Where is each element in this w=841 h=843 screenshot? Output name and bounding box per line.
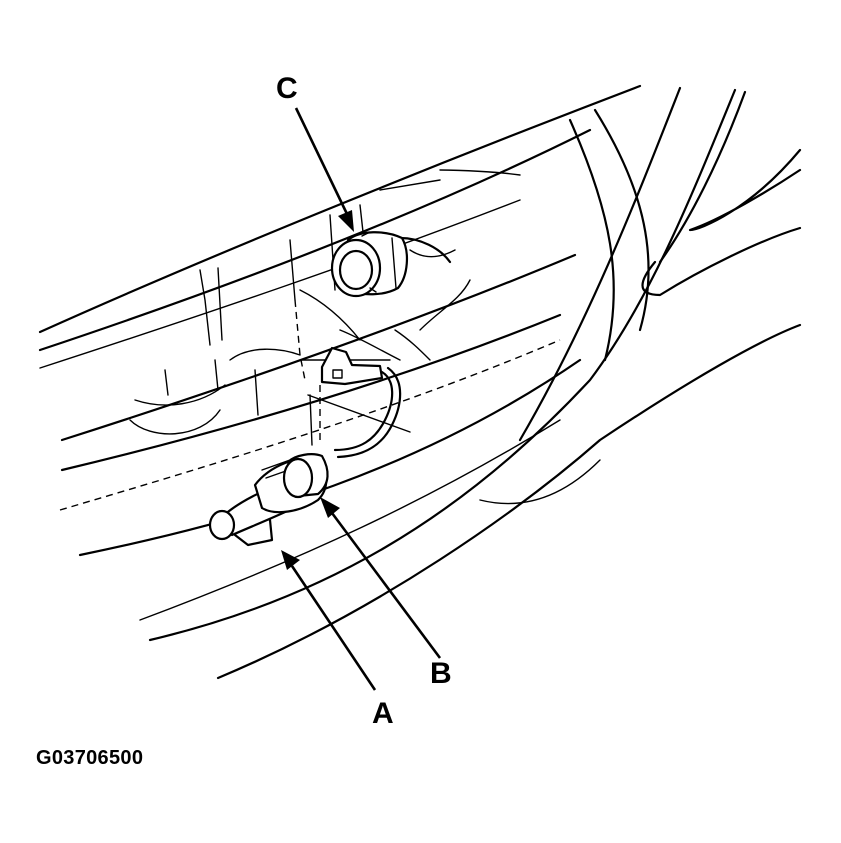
- body-panel-lines: [38, 84, 802, 680]
- leader-line-b: [330, 512, 442, 659]
- leader-line-a: [290, 565, 377, 691]
- arrow-head-a: [281, 550, 300, 570]
- connector-c: [330, 231, 452, 298]
- leader-line-c: [294, 107, 349, 215]
- callout-label-b: B: [430, 657, 452, 690]
- callout-arrows: [281, 107, 442, 691]
- arrow-head-b: [320, 497, 340, 518]
- arrow-head-c: [338, 210, 354, 232]
- callout-label-c: C: [276, 72, 298, 105]
- callout-label-a: A: [372, 697, 394, 730]
- bulb-and-socket: [208, 453, 329, 547]
- inner-structure: [129, 169, 521, 446]
- figure-id: G03706500: [36, 747, 144, 769]
- mounting-bracket: [319, 346, 402, 459]
